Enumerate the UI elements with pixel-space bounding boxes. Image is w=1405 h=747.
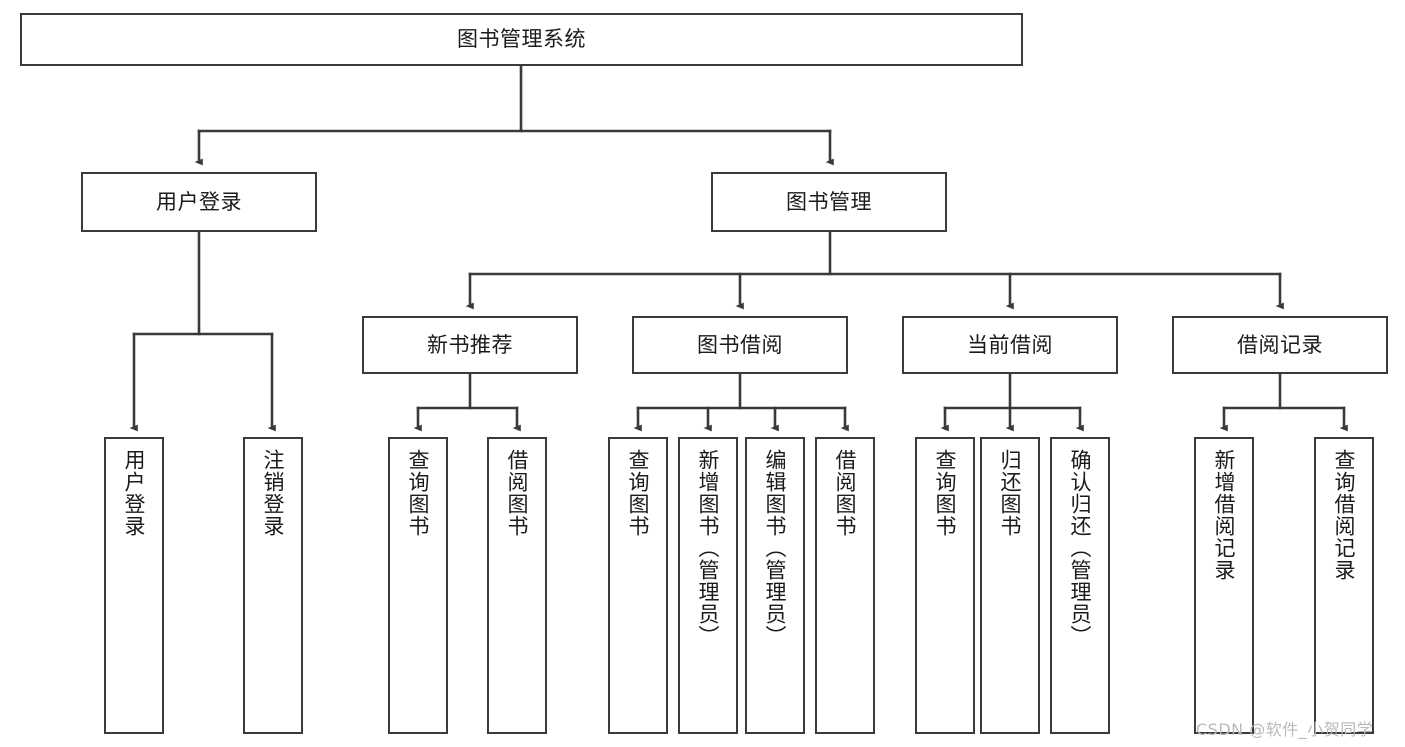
leaf-query-book-current[interactable]: 查询图书 [915, 437, 975, 734]
node-current-borrow-label: 当前借阅 [967, 332, 1053, 357]
leaf-query-borrow-record[interactable]: 查询借阅记录 [1314, 437, 1374, 734]
leaf-query-book-current-label: 查询图书 [933, 449, 958, 537]
leaf-user-logout[interactable]: 注销登录 [243, 437, 303, 734]
node-borrow-record-label: 借阅记录 [1237, 332, 1323, 357]
leaf-add-borrow-record[interactable]: 新增借阅记录 [1194, 437, 1254, 734]
node-new-book-recommend[interactable]: 新书推荐 [362, 316, 578, 374]
leaf-query-book-borrow[interactable]: 查询图书 [608, 437, 668, 734]
leaf-return-book[interactable]: 归还图书 [980, 437, 1040, 734]
node-root-label: 图书管理系统 [457, 27, 586, 52]
leaf-return-book-label: 归还图书 [998, 449, 1023, 537]
leaf-query-book-borrow-label: 查询图书 [626, 449, 651, 537]
leaf-borrow-book[interactable]: 借阅图书 [815, 437, 875, 734]
leaf-user-logout-label: 注销登录 [261, 449, 286, 537]
leaf-query-book-recommend-label: 查询图书 [406, 449, 431, 537]
leaf-borrow-book-label: 借阅图书 [833, 449, 858, 537]
leaf-add-book-admin[interactable]: 新增图书（管理员） [678, 437, 738, 734]
leaf-add-borrow-record-label: 新增借阅记录 [1212, 449, 1237, 581]
leaf-add-book-admin-label: 新增图书（管理员） [696, 449, 721, 647]
csdn-watermark: CSDN @软件_小贺同学 [1196, 720, 1374, 739]
leaf-user-login-label: 用户登录 [122, 449, 147, 537]
node-user-login-label: 用户登录 [156, 189, 242, 214]
leaf-borrow-book-recommend[interactable]: 借阅图书 [487, 437, 547, 734]
node-new-book-recommend-label: 新书推荐 [427, 332, 513, 357]
leaf-confirm-return-admin[interactable]: 确认归还（管理员） [1050, 437, 1110, 734]
leaf-query-book-recommend[interactable]: 查询图书 [388, 437, 448, 734]
node-current-borrow[interactable]: 当前借阅 [902, 316, 1118, 374]
leaf-query-borrow-record-label: 查询借阅记录 [1332, 449, 1357, 581]
leaf-user-login[interactable]: 用户登录 [104, 437, 164, 734]
leaf-edit-book-admin-label: 编辑图书（管理员） [763, 449, 788, 647]
node-book-borrow[interactable]: 图书借阅 [632, 316, 848, 374]
node-root[interactable]: 图书管理系统 [20, 13, 1023, 66]
node-book-management-label: 图书管理 [786, 189, 872, 214]
leaf-confirm-return-admin-label: 确认归还（管理员） [1068, 449, 1093, 647]
node-book-borrow-label: 图书借阅 [697, 332, 783, 357]
node-user-login[interactable]: 用户登录 [81, 172, 317, 232]
node-borrow-record[interactable]: 借阅记录 [1172, 316, 1388, 374]
leaf-edit-book-admin[interactable]: 编辑图书（管理员） [745, 437, 805, 734]
node-book-management[interactable]: 图书管理 [711, 172, 947, 232]
leaf-borrow-book-recommend-label: 借阅图书 [505, 449, 530, 537]
